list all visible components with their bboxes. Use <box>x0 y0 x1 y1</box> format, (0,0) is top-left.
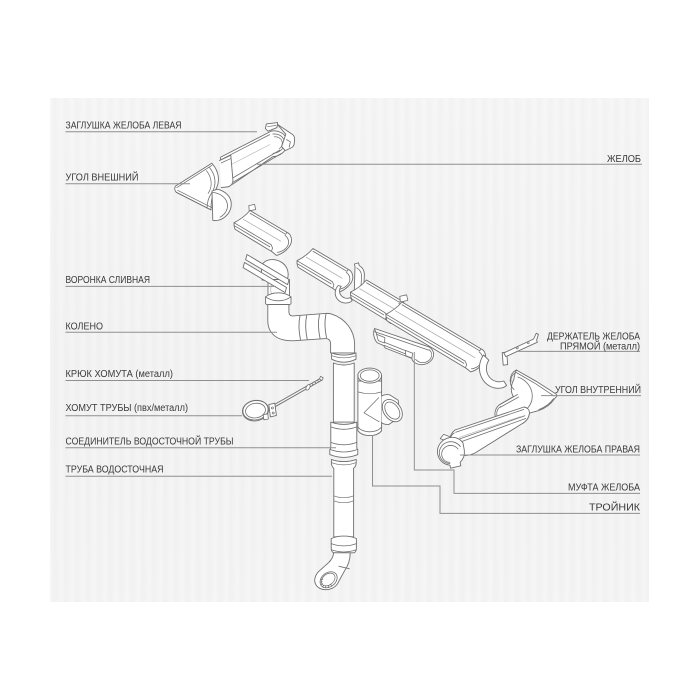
svg-text:ВОРОНКА СЛИВНАЯ: ВОРОНКА СЛИВНАЯ <box>66 275 151 286</box>
svg-text:ЗАГЛУШКА ЖЕЛОБА ЛЕВАЯ: ЗАГЛУШКА ЖЕЛОБА ЛЕВАЯ <box>66 121 182 132</box>
svg-text:КОЛЕНО: КОЛЕНО <box>66 321 104 332</box>
svg-text:УГОЛ ВНУТРЕННИЙ: УГОЛ ВНУТРЕННИЙ <box>555 383 641 396</box>
svg-text:ТРОЙНИК: ТРОЙНИК <box>589 501 640 514</box>
svg-text:ЖЕЛОБ: ЖЕЛОБ <box>607 154 641 165</box>
svg-text:ДЕРЖАТЕЛЬ ЖЕЛОБА: ДЕРЖАТЕЛЬ ЖЕЛОБА <box>547 331 640 342</box>
svg-text:ХОМУТ ТРУБЫ (пвх/металл): ХОМУТ ТРУБЫ (пвх/металл) <box>66 403 189 414</box>
svg-text:СОЕДИНИТЕЛЬ ВОДОСТОЧНОЙ ТРУБЫ: СОЕДИНИТЕЛЬ ВОДОСТОЧНОЙ ТРУБЫ <box>66 434 234 447</box>
svg-text:ТРУБА ВОДОСТОЧНАЯ: ТРУБА ВОДОСТОЧНАЯ <box>66 465 164 476</box>
svg-text:ЗАГЛУШКА ЖЕЛОБА ПРАВАЯ: ЗАГЛУШКА ЖЕЛОБА ПРАВАЯ <box>516 445 640 456</box>
svg-text:КРЮК ХОМУТА (металл): КРЮК ХОМУТА (металл) <box>66 369 174 380</box>
svg-text:ПРЯМОЙ (металл): ПРЯМОЙ (металл) <box>560 340 640 353</box>
svg-text:УГОЛ ВНЕШНИЙ: УГОЛ ВНЕШНИЙ <box>66 171 139 184</box>
svg-text:МУФТА ЖЕЛОБА: МУФТА ЖЕЛОБА <box>568 483 640 494</box>
